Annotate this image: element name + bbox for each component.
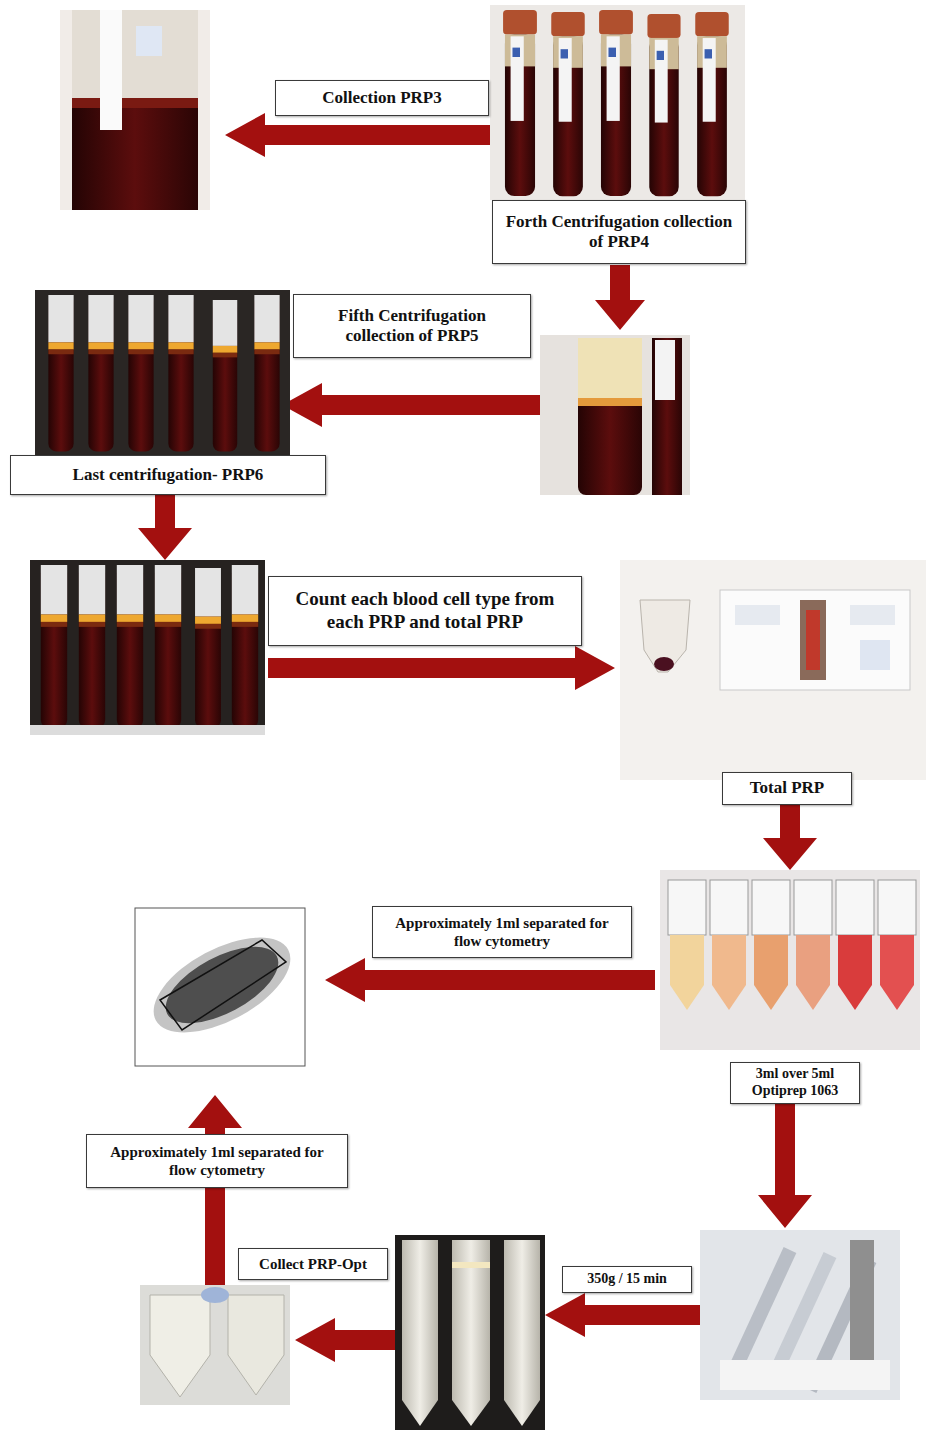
step-text: Forth Centrifugation collection of PRP4 — [501, 212, 737, 253]
step-box: 3ml over 5ml Optiprep 1063 — [730, 1062, 860, 1104]
step-box: 350g / 15 min — [562, 1266, 692, 1293]
photo-small-tubes — [660, 870, 920, 1050]
step-box: Fifth Centrifugation collection of PRP5 — [293, 294, 531, 358]
step-text: Approximately 1ml separated for flow cyt… — [381, 914, 623, 950]
step-text: 3ml over 5ml Optiprep 1063 — [739, 1066, 851, 1100]
step-text: Approximately 1ml separated for flow cyt… — [95, 1143, 339, 1179]
step-box: Forth Centrifugation collection of PRP4 — [492, 200, 746, 264]
step-box: Collection PRP3 — [275, 80, 489, 116]
step-box: Approximately 1ml separated for flow cyt… — [86, 1134, 348, 1188]
photo-counting-chamber — [620, 560, 926, 780]
flow-cytometry-plot — [110, 895, 310, 1085]
step-box: Collect PRP-Opt — [238, 1248, 388, 1280]
step-box: Approximately 1ml separated for flow cyt… — [372, 906, 632, 958]
photo-conical-tubes — [395, 1235, 545, 1430]
step-box: Last centrifugation- PRP6 — [10, 455, 326, 495]
photo-capped-tubes — [490, 5, 745, 200]
photo-small-tubes — [140, 1285, 290, 1405]
step-text: Total PRP — [750, 778, 824, 798]
step-text: Last centrifugation- PRP6 — [73, 465, 264, 485]
step-text: 350g / 15 min — [587, 1271, 667, 1288]
step-box: Count each blood cell type from each PRP… — [268, 576, 582, 646]
step-text: Collection PRP3 — [322, 88, 441, 108]
step-box: Total PRP — [722, 772, 852, 805]
photo-tube-closeup — [60, 10, 210, 210]
photo-centrifuged-tube — [540, 335, 690, 495]
step-text: Fifth Centrifugation collection of PRP5 — [302, 306, 522, 347]
photo-tube-centrifuge — [700, 1230, 900, 1400]
photo-tube-rack — [30, 560, 265, 735]
step-text: Collect PRP-Opt — [259, 1255, 367, 1273]
photo-tube-rack — [35, 290, 290, 455]
step-text: Count each blood cell type from each PRP… — [277, 588, 573, 634]
